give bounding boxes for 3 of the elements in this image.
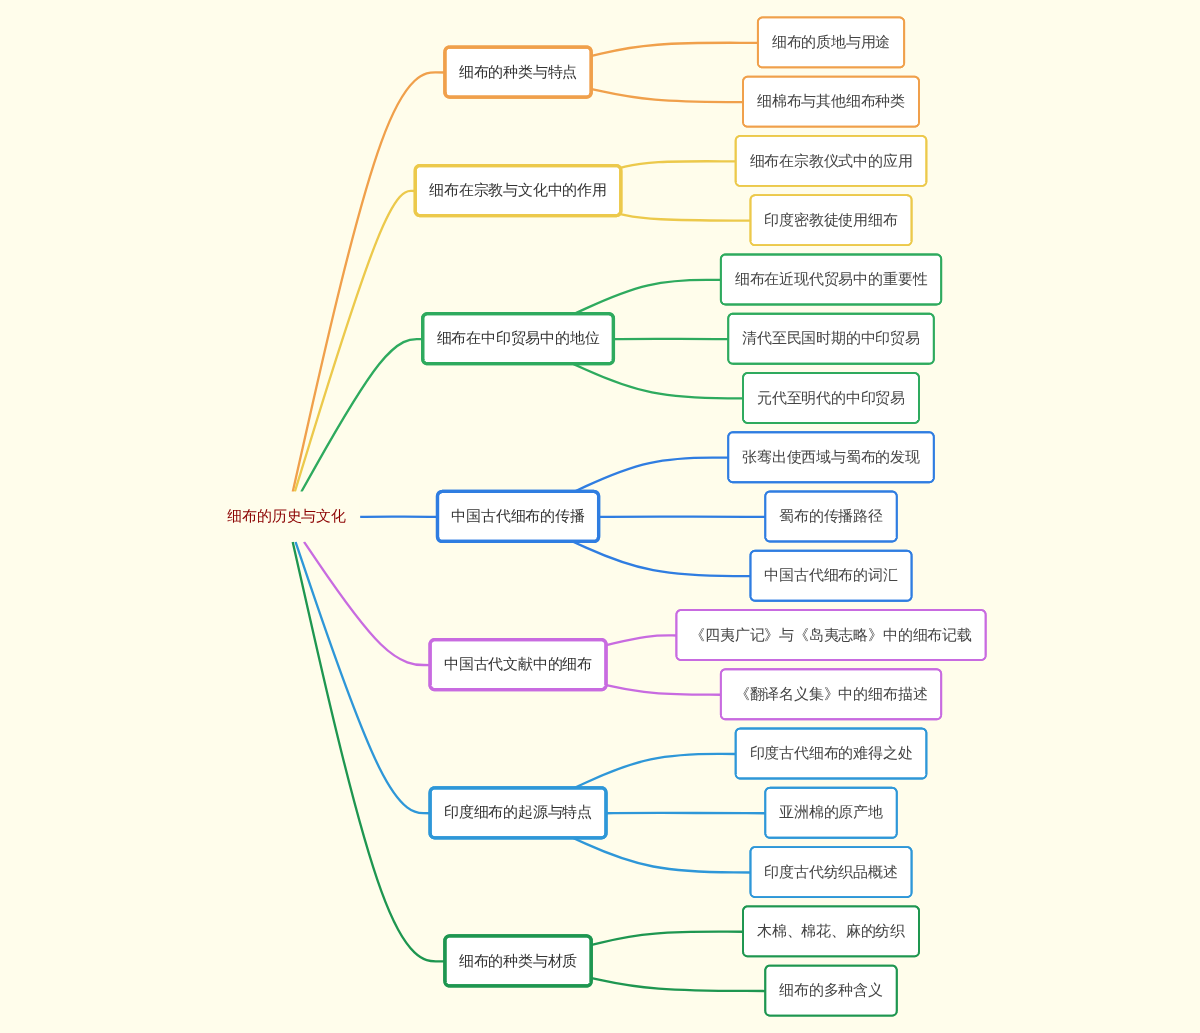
- connector: [573, 363, 744, 400]
- connector: [620, 160, 737, 170]
- node-text: 细布的历史与文化: [227, 507, 347, 525]
